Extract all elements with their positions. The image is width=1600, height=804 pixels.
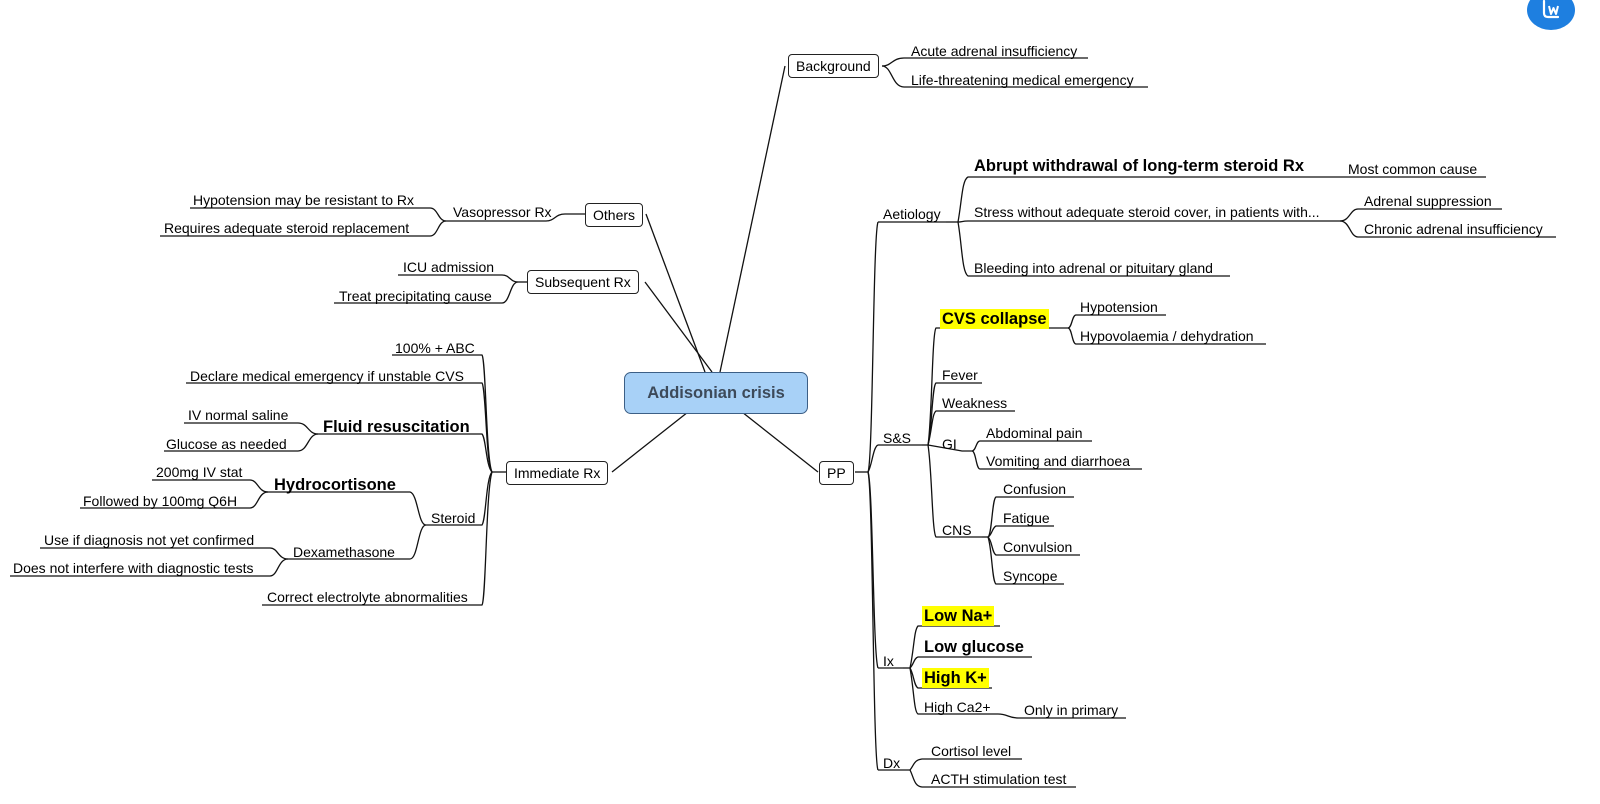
item-hypovolaemia[interactable]: Hypovolaemia / dehydration	[1080, 328, 1254, 344]
item-low-glucose[interactable]: Low glucose	[924, 638, 1024, 656]
item-vasopressor-rx[interactable]: Vasopressor Rx	[453, 204, 552, 220]
item-acth-stimulation[interactable]: ACTH stimulation test	[931, 771, 1067, 787]
item-abrupt-withdrawal[interactable]: Abrupt withdrawal of long-term steroid R…	[974, 157, 1305, 175]
item-correct-electrolytes[interactable]: Correct electrolyte abnormalities	[267, 589, 468, 605]
item-icu-admission[interactable]: ICU admission	[403, 259, 495, 275]
item-chronic-adrenal-insufficiency[interactable]: Chronic adrenal insufficiency	[1364, 221, 1543, 237]
item-200mg-iv-stat[interactable]: 200mg IV stat	[156, 464, 243, 480]
topic-cns[interactable]: CNS	[942, 522, 972, 538]
topic-aetiology[interactable]: Aetiology	[883, 206, 941, 222]
topic-steroid[interactable]: Steroid	[431, 510, 476, 526]
topic-others[interactable]: Others	[585, 203, 644, 227]
item-vomiting-diarrhoea[interactable]: Vomiting and diarrhoea	[986, 453, 1130, 469]
app-badge-icon[interactable]	[1527, 0, 1575, 30]
topic-subsequent-rx[interactable]: Subsequent Rx	[527, 270, 639, 294]
item-adrenal-suppression[interactable]: Adrenal suppression	[1364, 193, 1492, 209]
item-low-na[interactable]: Low Na+	[922, 606, 995, 626]
item-high-ca[interactable]: High Ca2+	[924, 699, 991, 715]
item-high-k[interactable]: High K+	[922, 668, 989, 688]
item-glucose-as-needed[interactable]: Glucose as needed	[166, 436, 287, 452]
item-weakness[interactable]: Weakness	[942, 395, 1008, 411]
item-requires-steroid[interactable]: Requires adequate steroid replacement	[164, 220, 410, 236]
item-confusion[interactable]: Confusion	[1003, 481, 1067, 497]
root-topic[interactable]: Addisonian crisis	[624, 372, 808, 414]
item-fluid-resuscitation[interactable]: Fluid resuscitation	[323, 418, 470, 436]
item-fatigue[interactable]: Fatigue	[1003, 510, 1050, 526]
item-stress-without-cover[interactable]: Stress without adequate steroid cover, i…	[974, 204, 1320, 220]
topic-gi[interactable]: GI	[942, 436, 957, 452]
item-declare-emergency[interactable]: Declare medical emergency if unstable CV…	[190, 368, 464, 384]
item-syncope[interactable]: Syncope	[1003, 568, 1058, 584]
item-dexamethasone[interactable]: Dexamethasone	[293, 544, 395, 560]
item-bleeding[interactable]: Bleeding into adrenal or pituitary gland	[974, 260, 1213, 276]
topic-background[interactable]: Background	[788, 54, 879, 78]
topic-ix[interactable]: Ix	[883, 653, 894, 669]
item-only-in-primary[interactable]: Only in primary	[1024, 702, 1119, 718]
item-followed-by-100mg[interactable]: Followed by 100mg Q6H	[83, 493, 238, 509]
item-acute-adrenal-insufficiency[interactable]: Acute adrenal insufficiency	[911, 43, 1078, 59]
item-cortisol-level[interactable]: Cortisol level	[931, 743, 1012, 759]
item-convulsion[interactable]: Convulsion	[1003, 539, 1073, 555]
item-most-common-cause[interactable]: Most common cause	[1348, 161, 1478, 177]
item-life-threatening-emergency[interactable]: Life-threatening medical emergency	[911, 72, 1134, 88]
topic-pp[interactable]: PP	[819, 461, 854, 485]
topic-dx[interactable]: Dx	[883, 755, 901, 771]
item-abc[interactable]: 100% + ABC	[395, 340, 475, 356]
topic-immediate-rx[interactable]: Immediate Rx	[506, 461, 609, 485]
item-hypotension[interactable]: Hypotension	[1080, 299, 1158, 315]
item-abdominal-pain[interactable]: Abdominal pain	[986, 425, 1083, 441]
topic-sns[interactable]: S&S	[883, 430, 912, 446]
item-fever[interactable]: Fever	[942, 367, 978, 383]
item-treat-precipitating[interactable]: Treat precipitating cause	[339, 288, 492, 304]
item-hydrocortisone[interactable]: Hydrocortisone	[274, 476, 396, 494]
item-iv-normal-saline[interactable]: IV normal saline	[188, 407, 289, 423]
item-hypotension-resistant[interactable]: Hypotension may be resistant to Rx	[193, 192, 414, 208]
item-cvs-collapse[interactable]: CVS collapse	[940, 309, 1049, 329]
item-does-not-interfere[interactable]: Does not interfere with diagnostic tests	[13, 560, 254, 576]
item-use-if-not-confirmed[interactable]: Use if diagnosis not yet confirmed	[44, 532, 255, 548]
